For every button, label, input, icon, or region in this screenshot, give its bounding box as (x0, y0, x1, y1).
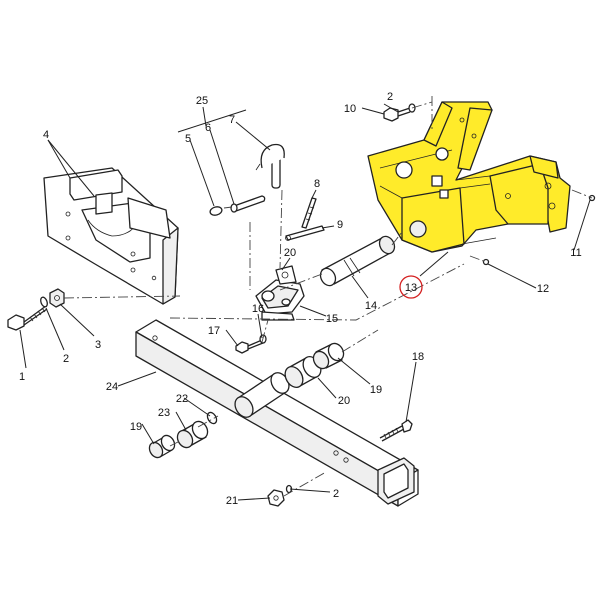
part-19-bushing (148, 434, 176, 459)
callout-21: 21 (226, 495, 238, 507)
callout-22: 22 (176, 393, 188, 405)
part-5-ring (209, 206, 223, 216)
part-13-hitch-bracket (367, 101, 571, 253)
part-14-pin (319, 235, 396, 287)
callout-3: 3 (95, 339, 101, 351)
part-9-cotter (285, 225, 325, 241)
part-1-bolt (7, 305, 48, 331)
callout-2-top: 2 (387, 91, 393, 103)
callout-18: 18 (412, 351, 424, 363)
part-4-counterweight (43, 167, 179, 305)
callout-4: 4 (43, 129, 49, 141)
callout-14: 14 (365, 300, 377, 312)
part-22-bushing (234, 372, 290, 418)
leader-lines (19, 103, 591, 501)
callout-24: 24 (106, 381, 118, 393)
part-8-spring-pin (301, 197, 317, 229)
part-15-latch (255, 265, 305, 321)
part-24-drawbar (135, 319, 419, 507)
callout-1: 1 (19, 371, 25, 383)
callout-16: 16 (252, 303, 264, 315)
callout-11: 11 (570, 247, 581, 259)
callout-6: 6 (205, 122, 211, 134)
callout-10: 10 (344, 103, 356, 115)
part-20b-bushing (312, 342, 345, 370)
callout-17: 17 (208, 325, 220, 337)
callout-15: 15 (326, 313, 338, 325)
callout-19-left: 19 (130, 421, 142, 433)
callout-9: 9 (337, 219, 343, 231)
part-20-bushing (284, 356, 322, 388)
callout-20-top: 20 (284, 247, 296, 259)
callout-20: 20 (338, 395, 350, 407)
part-21-nut (267, 484, 293, 507)
callout-labels: 1 2 3 4 5 6 7 25 8 9 10 2 11 12 13 14 15… (19, 91, 582, 507)
part-7-lynch-pin (255, 143, 285, 189)
callout-5: 5 (185, 133, 191, 145)
part-12-pin (482, 258, 490, 266)
part-23-bushing (176, 411, 218, 449)
assembly-axis-lines (63, 96, 593, 497)
part-6-pin (230, 195, 266, 213)
part-2-washer (40, 296, 48, 308)
callout-8: 8 (314, 178, 320, 190)
part-3-nut (49, 288, 65, 308)
callout-12: 12 (537, 283, 549, 295)
part-17-bolt (235, 339, 264, 354)
callout-23: 23 (158, 407, 170, 419)
callout-7: 7 (229, 114, 235, 126)
part-18-bolt (379, 419, 413, 442)
callout-2-bottom: 2 (333, 488, 339, 500)
callout-25: 25 (196, 95, 208, 107)
highlight-circle-marker (399, 275, 423, 299)
callout-19-right: 19 (370, 384, 382, 396)
callout-13: 13 (405, 282, 417, 294)
callout-2: 2 (63, 353, 69, 365)
